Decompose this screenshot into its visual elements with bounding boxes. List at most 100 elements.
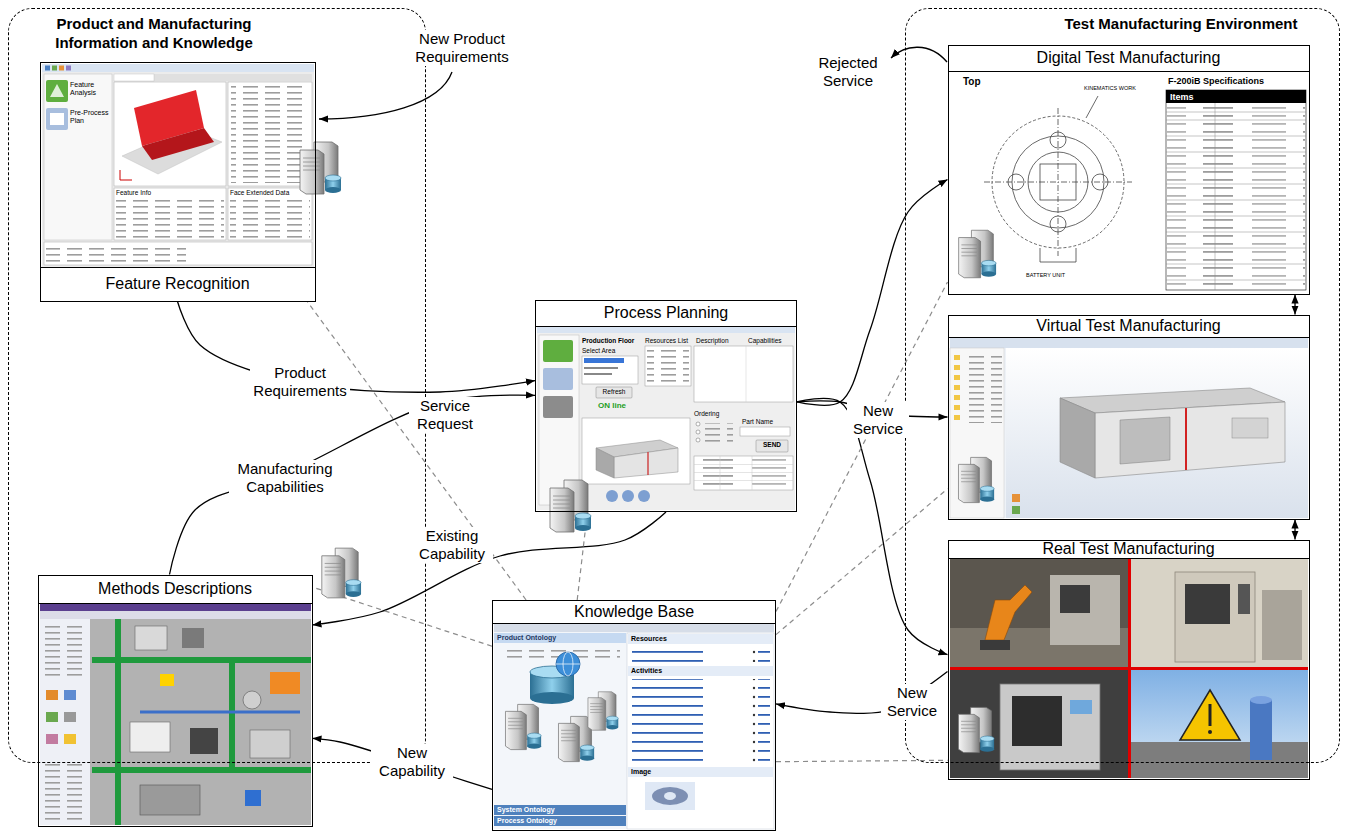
label-holder: SEND xyxy=(756,441,788,448)
label-holder: Face Extended Data xyxy=(230,189,289,196)
label-holder: New Service xyxy=(881,684,943,720)
label-holder: Process Ontology xyxy=(497,817,557,825)
module-title: Knowledge Base xyxy=(493,601,775,624)
flow-label: Rejected Service xyxy=(809,54,887,90)
label-holder: Existing Capability xyxy=(411,527,493,563)
label-holder: Select Area xyxy=(582,347,615,354)
flow-arrow xyxy=(178,302,536,393)
region-heading: Product and Manufacturing Information an… xyxy=(29,15,279,53)
module-title: Digital Test Manufacturing xyxy=(949,46,1309,72)
label-holder: Items xyxy=(1170,92,1194,102)
flow-arrow xyxy=(1294,295,1295,315)
button-text: SEND xyxy=(756,441,788,448)
module-box: Feature Recognition xyxy=(40,62,316,302)
feature-recognition-screenshot xyxy=(42,64,314,267)
module-title: Feature Recognition xyxy=(41,267,315,301)
flow-label: Service Request xyxy=(409,397,481,433)
real-test-photos xyxy=(950,559,1308,778)
label-holder: New Capability xyxy=(371,744,453,780)
label-holder: KINEMATICS WORK xyxy=(1084,85,1136,91)
panel-heading: Face Extended Data xyxy=(230,189,289,196)
flow-arrow xyxy=(797,398,948,654)
label-holder: Product Requirements xyxy=(250,364,350,400)
label-holder: Manufacturing Capabilities xyxy=(229,460,341,496)
label-holder: Rejected Service xyxy=(809,54,887,90)
field-label: Part Name xyxy=(742,418,773,425)
panel-heading: Activities xyxy=(631,667,662,675)
region-heading: Test Manufacturing Environment xyxy=(1026,15,1336,34)
label-holder: Pre-Process Plan xyxy=(70,109,112,125)
panel-heading: Process Ontology xyxy=(497,817,557,825)
edge-label: Manufacturing Capabilities xyxy=(229,460,341,496)
label-holder: Resources xyxy=(631,635,667,643)
module-title: Process Planning xyxy=(536,301,796,327)
field-label: Select Area xyxy=(582,347,615,354)
label-holder: F-200iB Specifications xyxy=(1168,76,1264,86)
methods-descriptions-screenshot xyxy=(40,604,311,825)
label-holder: Activities xyxy=(631,667,662,675)
label-holder: Description xyxy=(696,337,729,344)
flow-label: New Product Requirements xyxy=(406,30,518,66)
label-holder: Feature Analysis xyxy=(70,81,112,97)
label-holder: Top xyxy=(963,76,981,88)
label-holder: Image xyxy=(631,768,651,776)
label-holder: Refresh xyxy=(596,388,632,395)
panel-heading: Product Ontology xyxy=(497,634,556,642)
view-label: Top xyxy=(963,76,981,88)
edge-label: New Capability xyxy=(371,744,453,780)
knowledge-base-screenshot xyxy=(494,624,774,829)
virtual-test-screenshot xyxy=(950,338,1308,518)
module-title: Methods Descriptions xyxy=(39,576,312,604)
flow-arrow xyxy=(797,180,948,406)
label-holder: Resources List xyxy=(645,337,688,344)
table-title: F-200iB Specifications xyxy=(1168,76,1264,86)
panel-heading: Resources xyxy=(631,635,667,643)
button-text: Pre-Process Plan xyxy=(70,109,112,125)
label-holder: Product Ontology xyxy=(497,634,556,642)
label-holder: Service Request xyxy=(409,397,481,433)
panel-heading: System Ontology xyxy=(497,806,555,814)
flow-arrow xyxy=(170,395,536,574)
panel-heading: Production Floor xyxy=(582,337,634,344)
flow-arrow xyxy=(313,738,493,789)
label-holder: Part Name xyxy=(742,418,773,425)
module-title: Virtual Test Manufacturing xyxy=(949,316,1309,338)
label-holder: Ordering xyxy=(694,410,719,417)
label-holder: BATTERY UNIT xyxy=(1026,272,1065,278)
label-holder: New Product Requirements xyxy=(406,30,518,66)
label-holder: Production Floor xyxy=(582,337,634,344)
edge-label: Existing Capability xyxy=(411,527,493,563)
label-holder: System Ontology xyxy=(497,806,555,814)
module-box: Real Test Manufacturing xyxy=(948,540,1310,780)
button-text: Feature Analysis xyxy=(70,81,112,97)
table-header: Items xyxy=(1170,92,1194,102)
label-holder: ON line xyxy=(598,401,626,410)
flow-arrow xyxy=(1294,520,1295,540)
label-holder: New Service xyxy=(847,402,909,438)
link-line xyxy=(307,302,526,601)
part-label: KINEMATICS WORK xyxy=(1084,85,1136,91)
link-line xyxy=(776,760,948,761)
module-box: Virtual Test Manufacturing xyxy=(948,315,1310,520)
status-text: ON line xyxy=(598,401,626,410)
edge-label: Product Requirements xyxy=(250,364,350,400)
module-box: Process Planning xyxy=(535,300,797,512)
link-line xyxy=(776,489,948,635)
label-holder: Capabilities xyxy=(748,337,782,344)
edge-label: New Service xyxy=(847,402,909,438)
column-heading: Capabilities xyxy=(748,337,782,344)
button-text: Refresh xyxy=(596,388,632,395)
panel-heading: Feature Info xyxy=(116,189,151,196)
module-title: Real Test Manufacturing xyxy=(949,541,1309,559)
column-heading: Description xyxy=(696,337,729,344)
server-icons xyxy=(300,142,996,753)
part-label: BATTERY UNIT xyxy=(1026,272,1065,278)
edge-label: New Service xyxy=(881,684,943,720)
panel-heading: Image xyxy=(631,768,651,776)
digital-test-screenshot xyxy=(950,72,1308,293)
panel-heading: Ordering xyxy=(694,410,719,417)
group-region: Test Manufacturing EnvironmentDigital Te… xyxy=(905,8,1340,763)
